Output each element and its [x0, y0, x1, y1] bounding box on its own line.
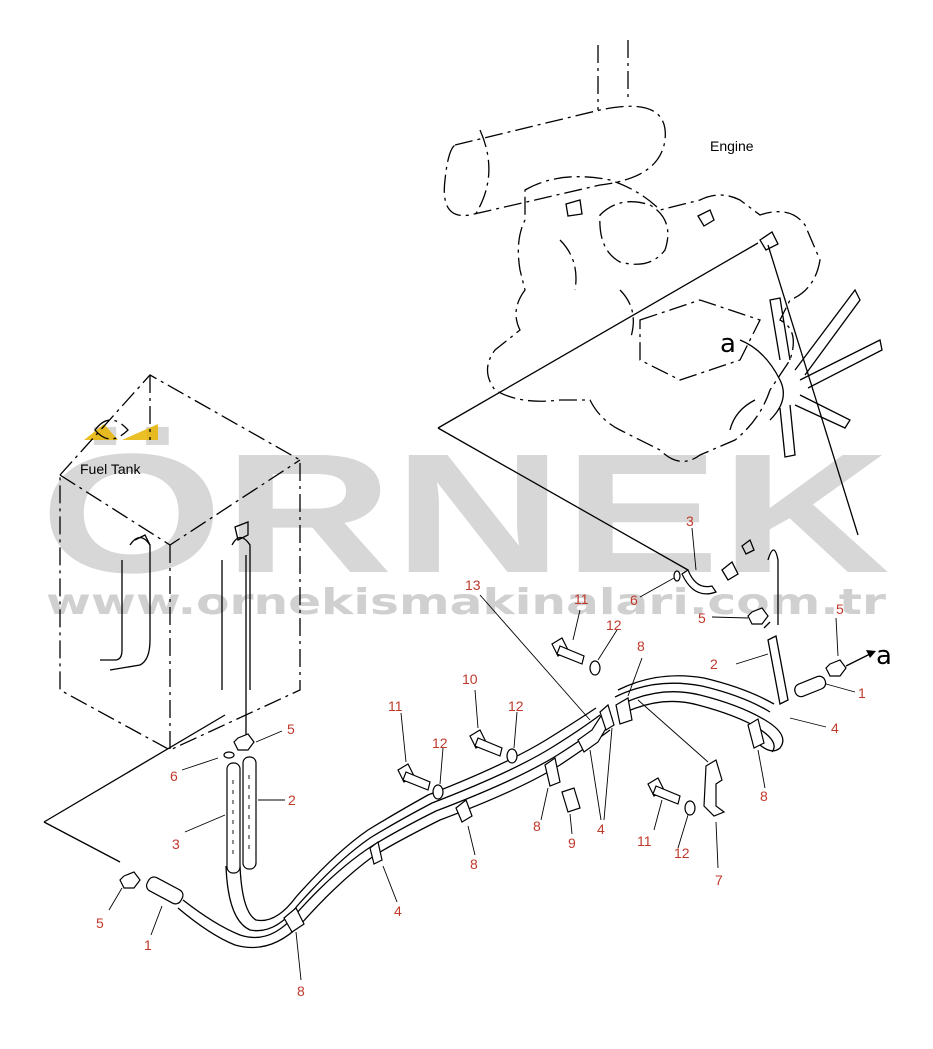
engine-ref-line-left — [437, 242, 759, 429]
watermark-logo: ÖRNEK — [40, 419, 890, 609]
callout-1-left: 1 — [144, 937, 152, 953]
callout-3-top: 3 — [686, 513, 694, 529]
callout-12-a: 12 — [432, 735, 448, 751]
callout-11-b: 11 — [574, 591, 589, 607]
callout-5-right-low: 5 — [698, 610, 706, 626]
bolt-part-11-a — [397, 763, 431, 791]
nut-part-5-left — [119, 871, 141, 889]
callout-6-left: 6 — [170, 768, 178, 784]
bolt-part-10 — [469, 729, 503, 757]
watermark: ÖRNEK www.ornekismakinalari.com.tr — [40, 419, 890, 623]
view-letter-right: a — [876, 641, 892, 671]
callout-5-left-low: 5 — [96, 915, 104, 931]
spacer-part-9 — [561, 787, 581, 813]
logo-accent-right — [122, 424, 158, 440]
clamp-part-8-top — [615, 697, 633, 725]
washer-part-6-tank — [223, 751, 235, 759]
callout-4-right: 4 — [831, 720, 839, 736]
callout-2-left: 2 — [288, 792, 296, 808]
callout-6-right: 6 — [630, 592, 638, 608]
clamp-part-8-mid — [455, 799, 473, 823]
callout-8-bottom: 8 — [297, 983, 305, 999]
callout-9: 9 — [568, 835, 576, 851]
watermark-url: www.ornekismakinalari.com.tr — [46, 582, 886, 623]
callout-5-right-top: 5 — [836, 601, 844, 617]
nut-part-5-tank — [233, 733, 255, 751]
bracket-part-4-upper — [599, 703, 615, 731]
leader-lines — [108, 527, 856, 981]
bolt-part-11-b — [551, 637, 585, 665]
callout-10: 10 — [462, 671, 478, 687]
engine-ref-line-bottom — [437, 427, 689, 571]
callout-7: 7 — [715, 872, 723, 888]
nut-part-5-right-top — [747, 607, 769, 625]
callout-5-left-mid: 5 — [287, 721, 295, 737]
hose-part-2 — [242, 756, 257, 870]
callout-8-center: 8 — [533, 818, 541, 834]
clamp-part-8-bottom — [283, 907, 305, 933]
clamp-part-8-right — [747, 718, 765, 749]
washer-part-12-d — [684, 800, 696, 816]
engine-illustration — [443, 40, 883, 462]
callout-8-mid: 8 — [470, 856, 478, 872]
hose-part-2-right — [767, 635, 789, 705]
fuel-tank-label: Fuel Tank — [80, 461, 141, 477]
callout-3-left: 3 — [172, 836, 180, 852]
callout-2-right: 2 — [710, 656, 718, 672]
clamp-part-4-mid — [369, 840, 383, 865]
tank-ref-line-left — [43, 714, 226, 823]
callout-12-b: 12 — [508, 698, 524, 714]
washer-part-12-b — [506, 748, 518, 764]
hose-part-3 — [226, 762, 241, 874]
clamp-part-8-center — [544, 756, 561, 787]
callout-12-c: 12 — [606, 617, 622, 633]
callout-11-c: 11 — [637, 833, 652, 849]
bolt-part-11-c — [647, 777, 681, 805]
washer-part-12-c — [589, 660, 601, 676]
view-letter-engine: a — [720, 329, 736, 359]
washer-part-12-a — [432, 784, 444, 800]
tank-ref-line-bottom — [43, 821, 121, 863]
engine-ref-line-right — [767, 244, 859, 536]
callout-4-mid: 4 — [394, 903, 402, 919]
callout-13: 13 — [465, 577, 481, 593]
callout-12-d: 12 — [674, 845, 690, 861]
callout-11-a: 11 — [388, 698, 403, 714]
hose-part-3-top — [681, 569, 717, 595]
fitting-engine — [721, 560, 739, 581]
engine-label: Engine — [710, 138, 754, 154]
washer-part-6-right — [673, 570, 681, 582]
connector-part-1-right — [794, 675, 827, 698]
callout-8-top: 8 — [637, 638, 645, 654]
callout-numbers: 1 1 2 2 3 3 4 4 4 5 5 5 5 6 6 7 8 8 8 8 … — [96, 513, 866, 999]
fuel-tank-illustration — [59, 374, 301, 751]
callout-8-right: 8 — [760, 788, 768, 804]
callout-1-right: 1 — [858, 685, 866, 701]
bracket-part-7 — [703, 759, 726, 817]
logo-accent-left — [84, 424, 118, 440]
nut-part-5-right-low — [825, 659, 847, 677]
callout-4-center: 4 — [597, 821, 605, 837]
connector-part-1-left — [145, 876, 184, 905]
